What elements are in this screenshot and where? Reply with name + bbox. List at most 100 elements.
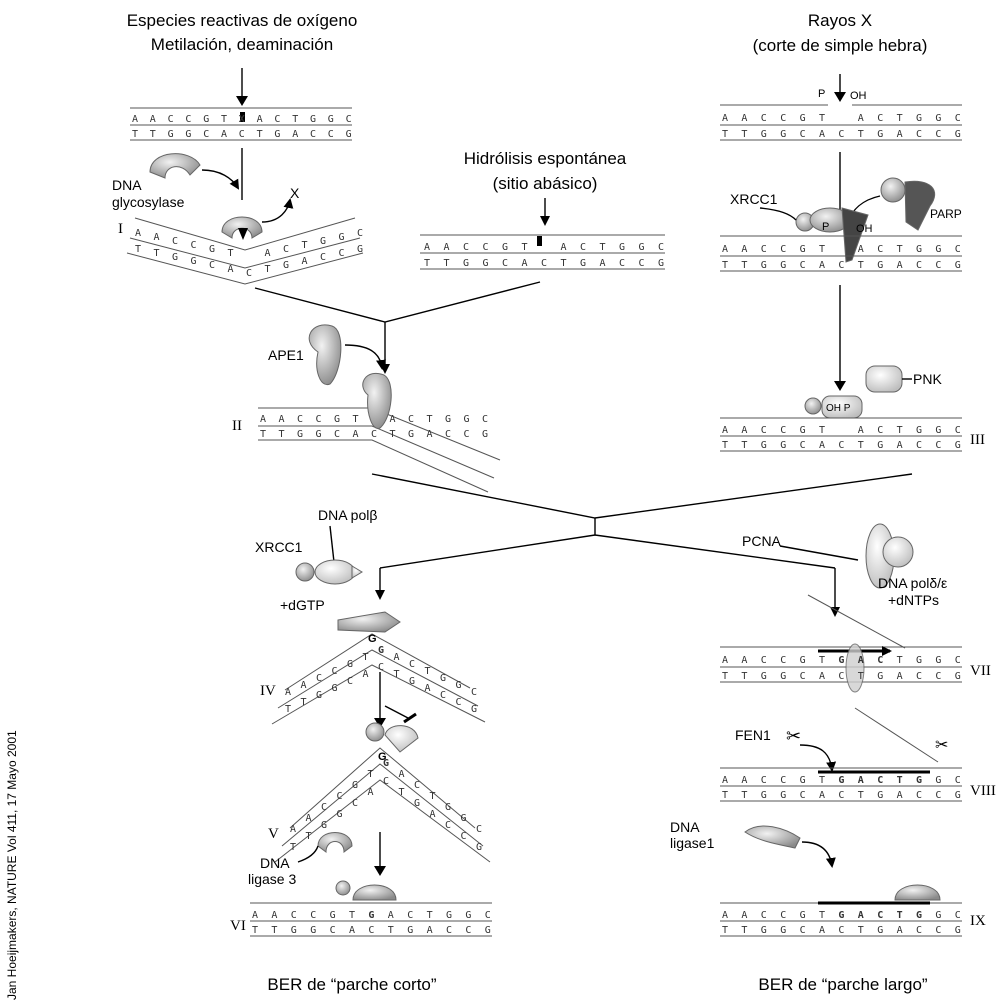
dna-base: A xyxy=(722,910,728,921)
dna-base: A xyxy=(722,775,728,786)
dna-base: A xyxy=(741,244,747,255)
dna-base: G xyxy=(461,813,467,824)
dna-base: G xyxy=(916,910,922,921)
dna-base: G xyxy=(502,242,508,253)
dna-base: C xyxy=(440,690,446,701)
dna-base: C xyxy=(935,260,941,271)
dna-base: G xyxy=(955,440,961,451)
dna-base: G xyxy=(877,671,883,682)
dna-base: A xyxy=(741,655,747,666)
dna-base: G xyxy=(445,802,451,813)
dna-base: C xyxy=(838,671,844,682)
glycosylase-pointer xyxy=(201,169,240,190)
dna-base: C xyxy=(761,113,767,124)
dna-base: G xyxy=(780,925,786,936)
dna-base: A xyxy=(561,242,567,253)
dna-base: A xyxy=(722,244,728,255)
dna-base: G xyxy=(658,258,664,269)
dna-base: G xyxy=(485,925,491,936)
dna-base: C xyxy=(445,820,451,831)
dna-base: G xyxy=(440,673,446,684)
ligase1-label-1: DNA xyxy=(670,819,700,835)
dna-base: A xyxy=(722,655,728,666)
dna-base: A xyxy=(388,910,394,921)
dna-base: C xyxy=(955,655,961,666)
dna-base: G xyxy=(446,910,452,921)
pol-beta-pointer xyxy=(329,525,335,563)
dna-base: G xyxy=(332,683,338,694)
excised-base-label: X xyxy=(290,185,300,201)
dna-base: A xyxy=(427,429,433,440)
dna-base: T xyxy=(228,248,234,259)
dna-base: A xyxy=(349,925,355,936)
dna-base: C xyxy=(877,910,883,921)
dna-base: G xyxy=(916,655,922,666)
pol-delta-label: DNA polδ/ε xyxy=(878,575,947,591)
dna-base: G xyxy=(330,910,336,921)
dna-base: C xyxy=(332,666,338,677)
dna-base: T xyxy=(302,240,308,251)
ligase1-pointer xyxy=(801,841,836,868)
dna-base: T xyxy=(741,129,747,140)
dna-base: C xyxy=(955,910,961,921)
dna-base: G xyxy=(780,790,786,801)
dna-base: G xyxy=(357,244,363,255)
dna-base: A xyxy=(858,655,864,666)
ros-header-line2: Metilación, deaminación xyxy=(151,35,333,54)
dna-base: C xyxy=(185,114,191,125)
dna-base: A xyxy=(722,425,728,436)
step-label-vi: VI xyxy=(230,918,246,934)
dna-base: T xyxy=(722,790,728,801)
dna-base: C xyxy=(541,258,547,269)
dna-pol-beta-label: DNA polβ xyxy=(318,507,377,523)
dna-base: G xyxy=(877,260,883,271)
damage-arrow-head xyxy=(236,96,248,106)
dna-base: C xyxy=(352,798,358,809)
dna-base: G xyxy=(409,676,415,687)
dna-base: T xyxy=(561,258,567,269)
dna-base: G xyxy=(414,798,420,809)
dna-base: C xyxy=(465,925,471,936)
dna-base: T xyxy=(522,242,528,253)
dna-base: C xyxy=(955,425,961,436)
dna-base: T xyxy=(444,258,450,269)
dna-base: T xyxy=(722,440,728,451)
dna-base: G xyxy=(955,671,961,682)
dna-base: C xyxy=(168,114,174,125)
dna-base: G xyxy=(761,925,767,936)
dna-base: A xyxy=(427,925,433,936)
dna-base: C xyxy=(639,258,645,269)
step-arrow-to-v-head xyxy=(374,718,386,728)
dna-base: G xyxy=(955,790,961,801)
dna-base: G xyxy=(780,440,786,451)
dna-base: A xyxy=(897,440,903,451)
dna-base: T xyxy=(897,425,903,436)
dna-base: C xyxy=(191,240,197,251)
dna-base: C xyxy=(780,655,786,666)
scissors-icon: ✂ xyxy=(786,726,801,746)
dna-base: A xyxy=(897,790,903,801)
dna-base: T xyxy=(741,671,747,682)
dna-base: C xyxy=(320,252,326,263)
dna-base: G xyxy=(463,258,469,269)
dna-base: G xyxy=(209,244,215,255)
dna-base: A xyxy=(368,787,374,798)
dna-base: A xyxy=(819,440,825,451)
parp-protein xyxy=(880,177,936,231)
dna-base: C xyxy=(502,258,508,269)
dna-base: A xyxy=(363,669,369,680)
step-label-ix: IX xyxy=(970,913,986,929)
dna-base: A xyxy=(819,671,825,682)
dna-base: A xyxy=(271,910,277,921)
dna-base: C xyxy=(935,790,941,801)
dna-base: G xyxy=(203,114,209,125)
dna-base: C xyxy=(445,429,451,440)
ape1-protein xyxy=(308,324,342,386)
dna-base: A xyxy=(132,114,138,125)
dna-base: T xyxy=(741,790,747,801)
dna-base: C xyxy=(916,440,922,451)
dna-base: C xyxy=(838,440,844,451)
dna-base: C xyxy=(935,129,941,140)
